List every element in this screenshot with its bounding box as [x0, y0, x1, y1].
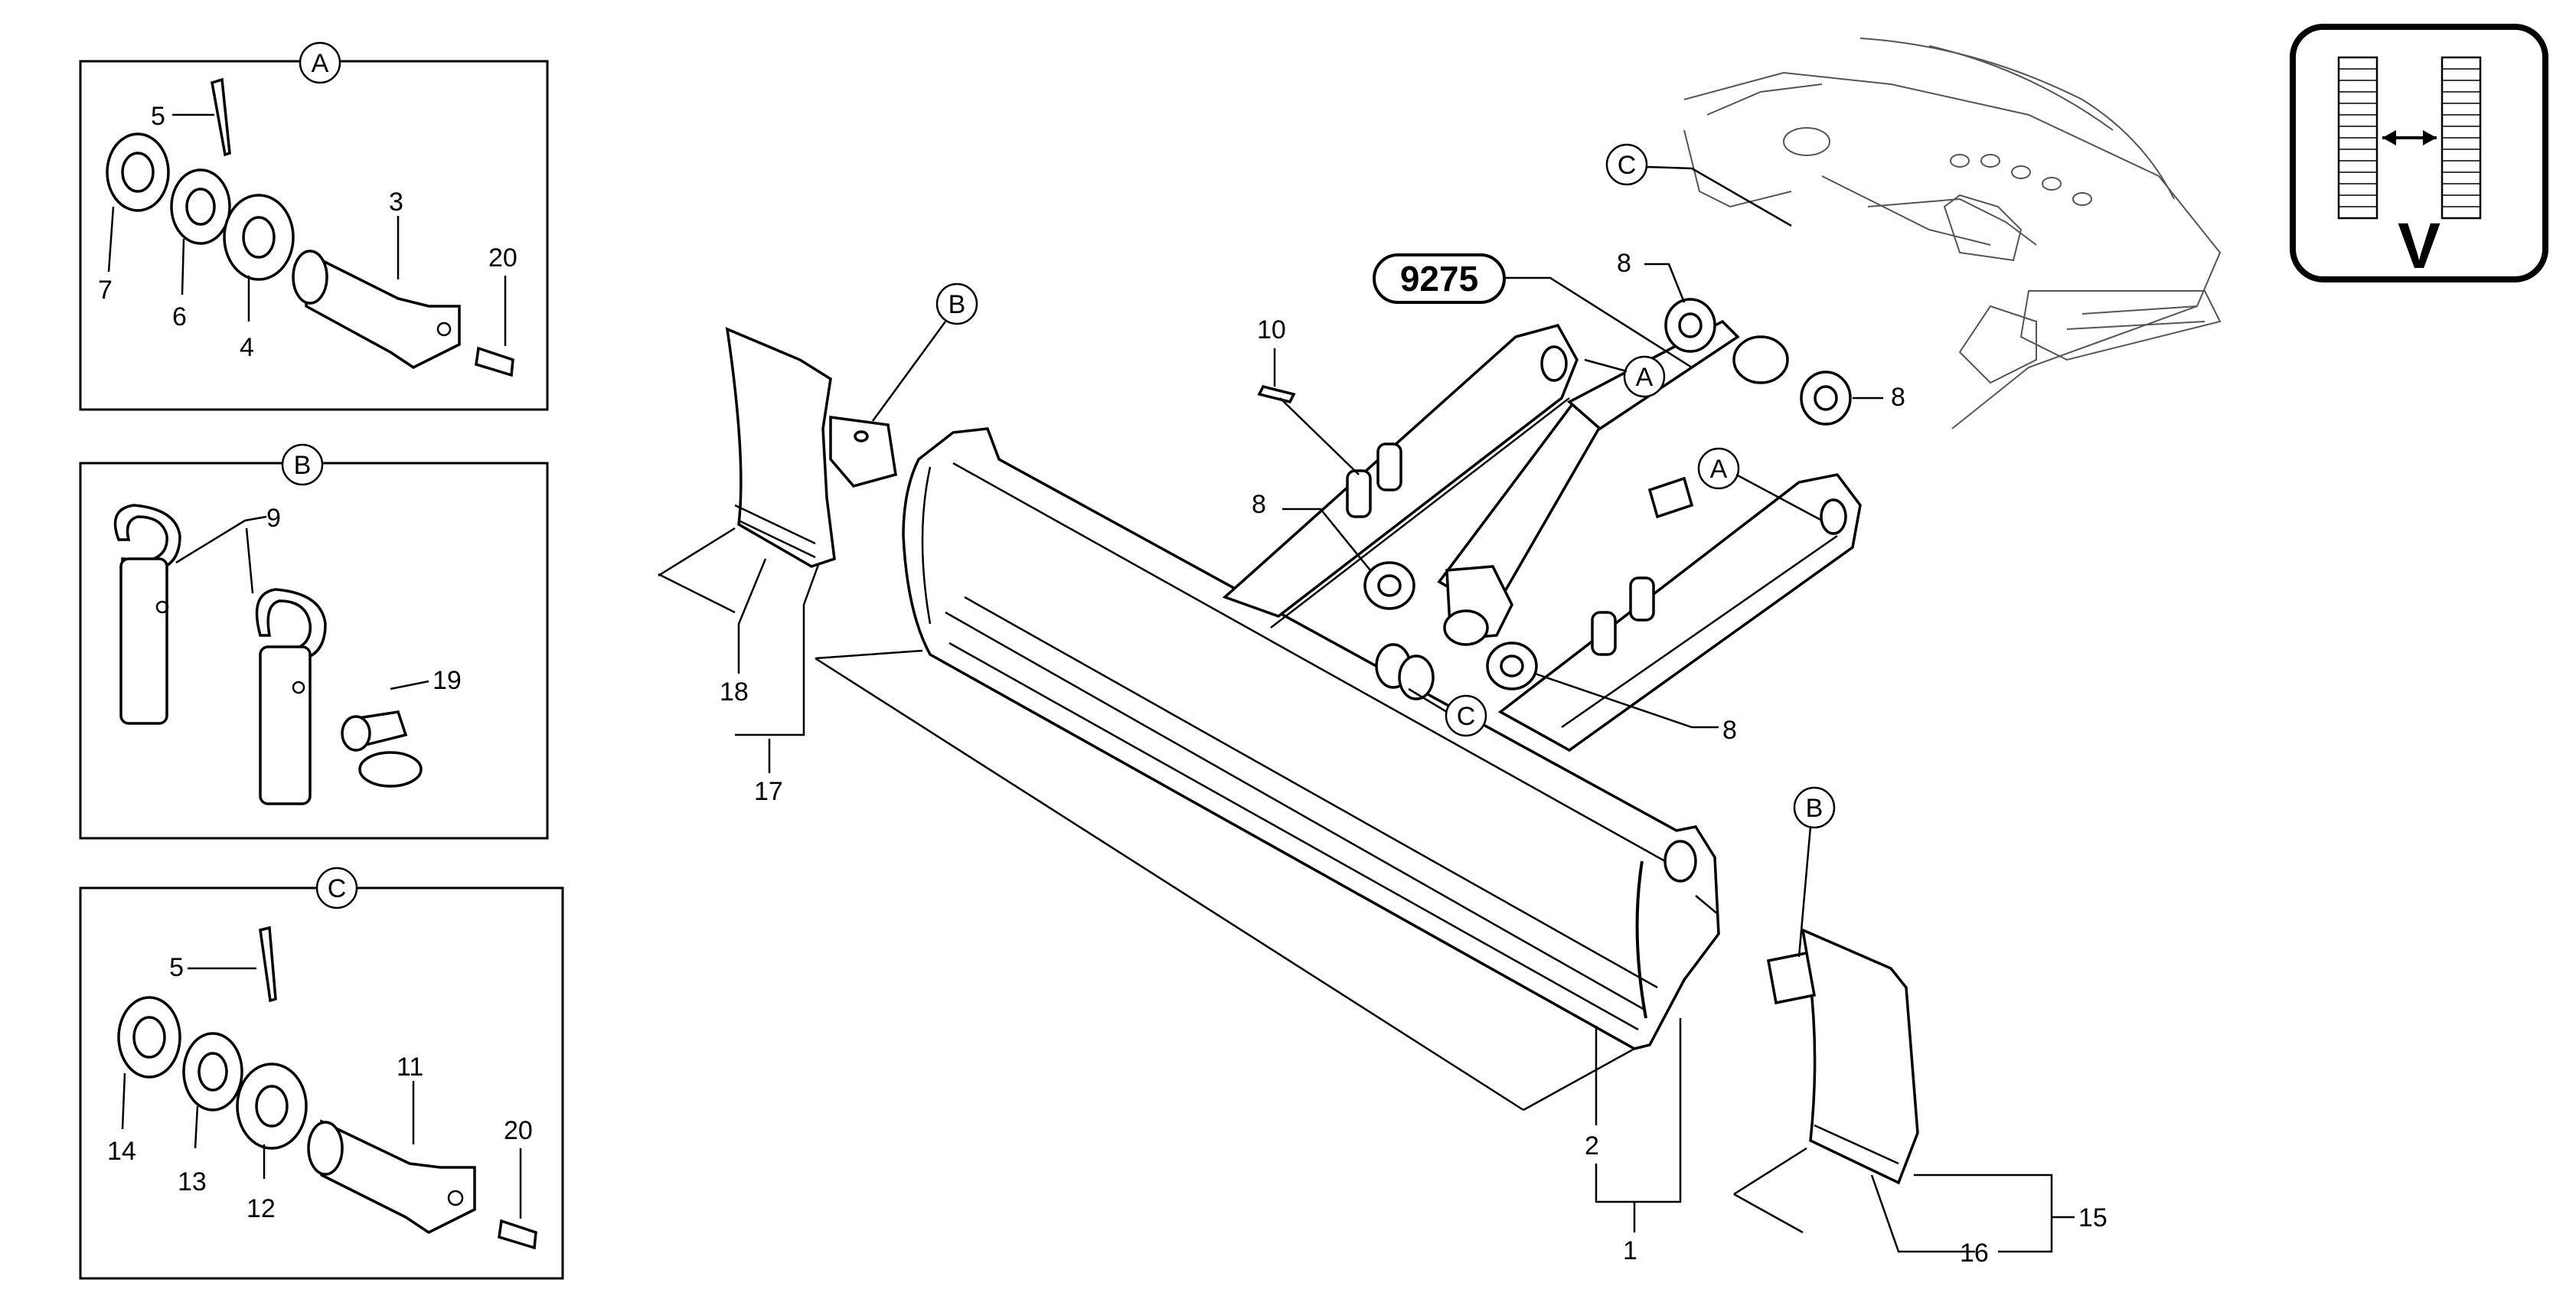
pivot-pin [305, 250, 461, 370]
label-11: 11 [397, 1053, 423, 1082]
label-20-c: 20 [504, 1116, 533, 1145]
pivot-pin-c [320, 1119, 476, 1235]
label-5: 5 [151, 102, 165, 131]
label-16: 16 [1960, 1239, 1989, 1268]
background-machine-outline [1683, 38, 2222, 429]
grease-nipple-c [498, 1219, 537, 1250]
label-6: 6 [172, 302, 187, 331]
cotter-pin-10 [1257, 384, 1296, 404]
label-10: 10 [1257, 315, 1286, 344]
label-2: 2 [1585, 1131, 1599, 1160]
label-17: 17 [754, 777, 783, 806]
cotter-pin [211, 77, 231, 157]
label-18: 18 [720, 677, 749, 707]
inset-panel-c: C 5 11 14 13 12 20 [79, 867, 564, 1280]
main-pins [1257, 298, 1852, 700]
label-15: 15 [2078, 1203, 2107, 1232]
callout-b-left: B [948, 290, 966, 319]
label-5-c: 5 [169, 953, 184, 982]
inset-b-letter: B [294, 451, 312, 480]
callout-a-1: A [1636, 363, 1654, 392]
inset-panel-a: A 5 3 7 6 4 20 [79, 41, 549, 411]
callout-a-2: A [1710, 455, 1728, 484]
reference-badge: 9275 [1373, 253, 1693, 369]
callout-b-right: B [1806, 794, 1823, 823]
grease-nipple [475, 346, 514, 377]
callout-c-main: C [1457, 702, 1476, 731]
callouts: B B A A C C [871, 143, 1836, 958]
view-letter: V [2398, 210, 2441, 282]
right-end-plate [1766, 928, 1919, 1185]
label-9: 9 [266, 504, 281, 533]
main-labels: 10 8 8 8 8 18 17 2 1 16 15 [720, 249, 2107, 1268]
label-12: 12 [246, 1194, 276, 1223]
label-14: 14 [107, 1137, 136, 1166]
label-19: 19 [433, 666, 462, 695]
label-3: 3 [389, 188, 403, 217]
label-8-left: 8 [1252, 490, 1266, 519]
label-1: 1 [1623, 1236, 1637, 1265]
reference-number: 9275 [1400, 259, 1478, 299]
label-7: 7 [98, 276, 113, 305]
label-8-right: 8 [1891, 383, 1905, 412]
label-8-top: 8 [1617, 249, 1631, 278]
label-8-bottom: 8 [1722, 716, 1737, 745]
dozer-blade [902, 427, 1720, 1050]
label-13: 13 [178, 1167, 207, 1196]
label-4: 4 [240, 333, 254, 362]
inset-a-letter: A [312, 49, 329, 78]
label-20: 20 [488, 243, 517, 273]
callout-c-top: C [1618, 151, 1637, 180]
dimension-lines [658, 527, 1807, 1234]
view-indicator: V [2290, 24, 2548, 282]
inset-panel-b: B 9 19 [79, 443, 549, 840]
inset-c-letter: C [328, 874, 347, 903]
cotter-pin-c [259, 925, 277, 1003]
left-end-plate [725, 327, 897, 568]
